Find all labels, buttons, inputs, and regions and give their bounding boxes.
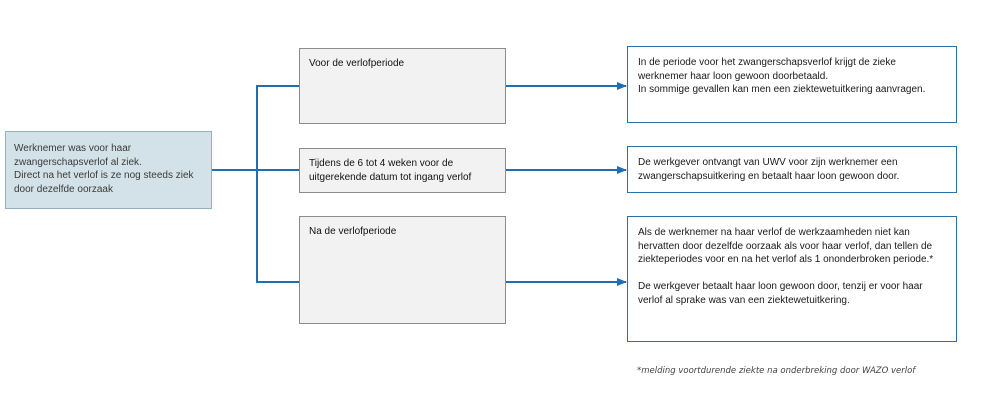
branch-before-leave-box: Voor de verlofperiode <box>299 48 506 124</box>
result-before-leave-box: In de periode voor het zwangerschapsverl… <box>627 46 957 123</box>
footnote: *melding voortdurende ziekte na onderbre… <box>637 366 916 376</box>
branch-after-leave-box: Na de verlofperiode <box>299 216 506 324</box>
branch-weeks-before-due-date-box: Tijdens de 6 tot 4 weken voor de uitgere… <box>299 148 506 193</box>
result-weeks-before-due-date-box: De werkgever ontvangt van UWV voor zijn … <box>627 146 957 193</box>
root-condition-box: Werknemer was voor haar zwangerschapsver… <box>5 131 212 209</box>
result-after-leave-box: Als de werknemer na haar verlof de werkz… <box>627 216 957 342</box>
